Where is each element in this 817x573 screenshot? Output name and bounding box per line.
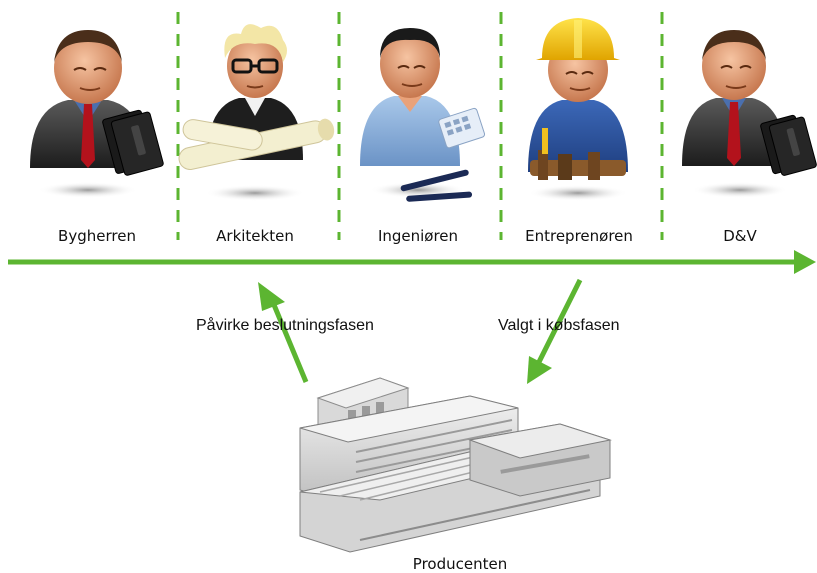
timeline-arrow bbox=[8, 250, 816, 274]
builder-icon bbox=[528, 18, 628, 180]
role-label-ingenioren: Ingeniøren bbox=[377, 227, 459, 245]
businessman-icon bbox=[682, 30, 817, 176]
architect-icon bbox=[178, 24, 335, 170]
phase-separators bbox=[176, 12, 664, 240]
selected-label: Valgt i købsfasen bbox=[498, 317, 620, 334]
selected-arrow bbox=[527, 278, 583, 384]
role-label-arkitekten: Arkitekten bbox=[216, 227, 294, 245]
factory-icon bbox=[299, 377, 612, 553]
producer-label: Producenten bbox=[412, 555, 508, 573]
businessman-icon bbox=[30, 30, 164, 176]
role-label-entreprenoren: Entreprenøren bbox=[525, 227, 633, 245]
influence-arrow bbox=[258, 282, 309, 383]
role-label-bygherren: Bygherren bbox=[58, 227, 136, 245]
role-label-dv: D&V bbox=[723, 227, 757, 245]
engineer-icon bbox=[360, 28, 486, 202]
influence-label: Påvirke beslutningsfasen bbox=[196, 317, 374, 334]
